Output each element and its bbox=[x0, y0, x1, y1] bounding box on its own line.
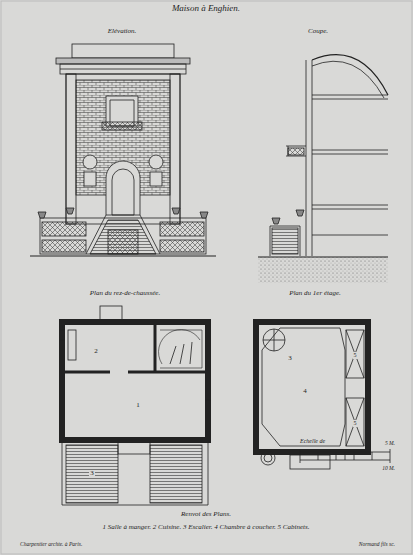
room-number: 1 bbox=[135, 402, 141, 410]
plate-label: 1 Salle à manger. 2 Cuisine. 3 Escalier.… bbox=[102, 524, 309, 532]
plate-label: Elévation. bbox=[108, 28, 137, 36]
room-number: 2 bbox=[93, 348, 99, 356]
room-number: 5 bbox=[353, 420, 358, 427]
plate-label: Charpentier archte. à Paris. bbox=[20, 541, 82, 547]
plate-title: Maison à Enghien. bbox=[172, 4, 240, 14]
plate-label: Normand fils sc. bbox=[359, 541, 395, 547]
plate-label: Plan du 1er étage. bbox=[289, 290, 341, 298]
room-number: 4 bbox=[302, 388, 308, 396]
plate-label: Coupe. bbox=[308, 28, 328, 36]
plate-label: 5 M. bbox=[385, 440, 395, 446]
plate-label: Renvoi des Plans. bbox=[181, 511, 231, 519]
plate-label: Plan du rez-de-chaussée. bbox=[90, 290, 160, 298]
room-number: 5 bbox=[353, 352, 358, 359]
room-number: 3 bbox=[89, 470, 95, 478]
plate-label: Echelle de bbox=[300, 438, 325, 445]
room-number: 3 bbox=[287, 355, 293, 363]
plate-label: 10 M. bbox=[382, 465, 395, 471]
